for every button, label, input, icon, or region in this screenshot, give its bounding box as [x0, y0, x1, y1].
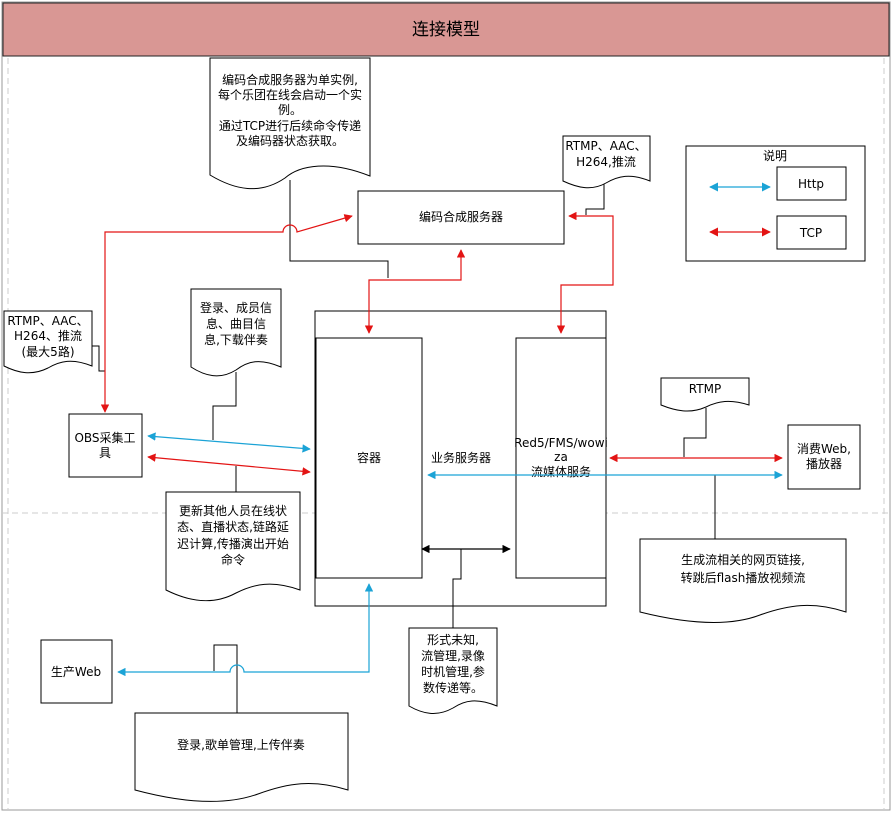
- encoder-server-label: 编码合成服务器: [419, 209, 503, 224]
- login-info-line2: 息、曲目信: [206, 316, 266, 331]
- update-status-line3: 迟计算,传播演出开始: [177, 536, 289, 551]
- encoder-note-line5: 及编码器状态获取。: [236, 133, 344, 148]
- encoder-note-text: 编码合成服务器为单实例, 每个乐团在线会启动一个实 例。 通过TCP进行后续命令…: [218, 72, 362, 148]
- legend: 说明 Http TCP: [685, 145, 866, 262]
- unknown-format-line3: 时机管理,参: [421, 664, 485, 679]
- update-status-line4: 命令: [221, 552, 245, 567]
- update-status-line2: 态、直播状态,链路延: [177, 519, 289, 534]
- http-obs-to-container: [147, 432, 311, 453]
- unknown-format-note-shape: [408, 627, 498, 714]
- obs-label-line1: OBS采集工: [74, 430, 135, 445]
- rtmp-push-note-connector: [585, 184, 605, 215]
- obs-tool-box: [68, 413, 143, 478]
- tcp-connections: [100, 211, 783, 476]
- business-server-label: 业务服务器: [431, 450, 491, 465]
- page-title: 连接模型: [412, 20, 480, 40]
- login-songs-connector: [213, 644, 238, 713]
- rtmp-push-max-note-shape: [3, 310, 93, 374]
- login-info-line3: 息,下载伴奏: [204, 332, 268, 347]
- login-info-connector: [212, 372, 237, 440]
- legend-tcp-box: [776, 215, 847, 250]
- tcp-obs-to-encoder: [100, 214, 353, 413]
- obs-label-line2: 具: [99, 446, 111, 460]
- consumer-web-box: [787, 424, 861, 490]
- unknown-format-line1: 形式未知,: [427, 633, 479, 647]
- encoder-note-line4: 通过TCP进行后续命令传递: [219, 118, 361, 133]
- login-songs-note-shape: [134, 712, 349, 802]
- login-info-line1: 登录、成员信: [200, 300, 272, 315]
- stream-link-note-shape: [639, 538, 847, 623]
- rtmp-push-max-line2: H264、推流: [14, 329, 82, 343]
- rtmp-push-max-line3: (最大5路): [22, 344, 75, 359]
- rtmp-push-note-shape: [562, 135, 651, 189]
- tcp-obs-to-container: [147, 453, 311, 476]
- encoder-note-line3: 例。: [278, 103, 302, 117]
- legend-title: 说明: [763, 148, 787, 163]
- legend-http-box: [776, 166, 847, 201]
- http-container-to-production: [117, 583, 374, 677]
- stream-link-line2: 转跳后flash播放视频流: [681, 570, 806, 585]
- unknown-format-line2: 流管理,录像: [421, 648, 485, 663]
- rtmp-note-connector: [683, 408, 707, 457]
- update-status-line1: 更新其他人员在线状: [179, 503, 287, 518]
- rtmp-note-line1: RTMP: [689, 382, 721, 396]
- legend-tcp-label: TCP: [799, 226, 822, 240]
- encoder-note-shape: [209, 57, 371, 190]
- production-web-box: [40, 639, 113, 704]
- consumer-label-line2: 播放器: [806, 456, 842, 471]
- rtmp-note-shape: [660, 377, 750, 412]
- rtmp-push-line2: H264,推流: [576, 155, 636, 169]
- streaming-label-line1: Red5/FMS/wowi: [514, 436, 608, 450]
- rtmp-push-line1: RTMP、AAC、: [565, 139, 646, 153]
- unknown-format-connector: [452, 549, 462, 628]
- http-connections: [117, 432, 783, 677]
- tcp-encoder-to-streaming: [556, 211, 614, 334]
- production-web-label: 生产Web: [51, 665, 101, 679]
- login-songs-line1: 登录,歌单管理,上传伴奏: [177, 737, 305, 752]
- legend-http-label: Http: [798, 177, 824, 191]
- unknown-format-line4: 数传递等。: [423, 680, 483, 695]
- container-label: 容器: [357, 450, 381, 465]
- stream-link-line1: 生成流相关的网页链接,: [681, 552, 805, 567]
- streaming-server-box: [515, 337, 607, 579]
- header-bar: [2, 2, 890, 57]
- rtmp-push-max-line1: RTMP、AAC、: [7, 314, 88, 328]
- encoder-note-line2: 每个乐团在线会启动一个实: [218, 87, 362, 102]
- encoder-server-box: [357, 190, 565, 245]
- encoder-note-line1: 编码合成服务器为单实例,: [222, 72, 358, 87]
- tcp-container-to-encoder: [364, 249, 466, 334]
- streaming-label-line3: 流媒体服务: [531, 464, 591, 479]
- streaming-label-line2: za: [554, 450, 568, 464]
- rtmp-push-max-connector: [92, 345, 105, 372]
- consumer-label-line1: 消费Web,: [797, 442, 851, 456]
